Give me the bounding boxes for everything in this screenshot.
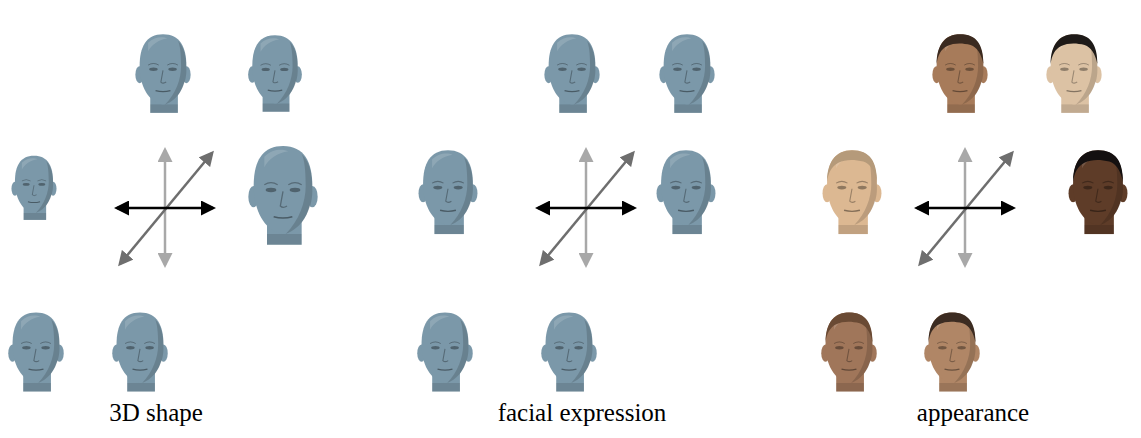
panel-caption: facial expression <box>498 398 667 428</box>
expression-panel <box>417 34 715 391</box>
appearance-panel <box>821 34 1127 391</box>
panel-caption: 3D shape <box>109 398 203 428</box>
shape-panel <box>8 34 317 391</box>
panel-caption: appearance <box>917 398 1029 428</box>
